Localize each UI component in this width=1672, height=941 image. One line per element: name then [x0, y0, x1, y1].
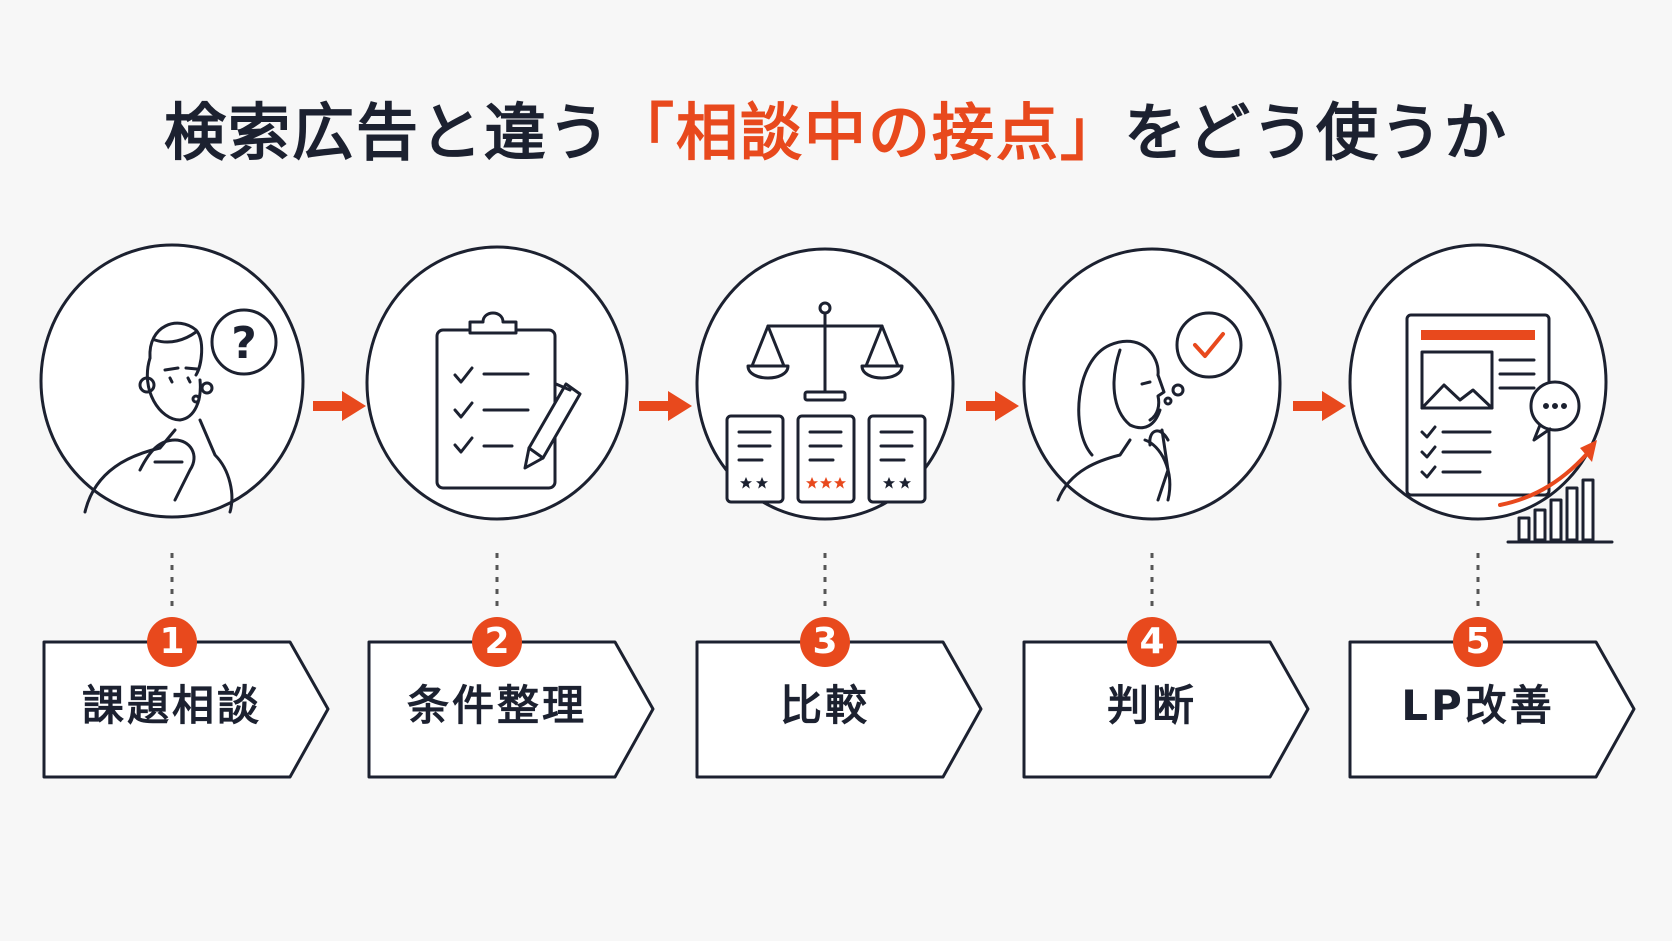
- step-1-number: 1: [147, 617, 197, 667]
- label-boxes: [42, 640, 1636, 779]
- step-5-label: LP改善: [1401, 681, 1555, 730]
- title-pre: 検索広告と違う: [163, 96, 612, 169]
- step-2-illustration: [365, 245, 629, 521]
- page-title: 検索広告と違う「相談中の接点」をどう使うか: [0, 82, 1672, 172]
- step-5-number: 5: [1453, 617, 1503, 667]
- woman-thinking-check-icon: [1056, 311, 1243, 502]
- step-3-number: 3: [800, 617, 850, 667]
- step-1-illustration: ?: [39, 243, 305, 519]
- step-4-label: 判断: [1106, 681, 1197, 730]
- flow-arrows: [313, 391, 1346, 421]
- step-3-label: 比較: [779, 681, 870, 730]
- page-header-bar: [1421, 330, 1535, 340]
- step-2-box: [367, 640, 655, 779]
- step-4-number: 4: [1127, 617, 1177, 667]
- step-1-label: 課題相談: [81, 681, 262, 730]
- title-post: をどう使うか: [1124, 96, 1509, 169]
- question-mark: ?: [231, 318, 257, 369]
- check-mark: [1193, 332, 1225, 358]
- dashed-connectors: [170, 553, 1480, 612]
- title-accent: 「相談中の接点」: [611, 96, 1124, 169]
- step-4-illustration: [1022, 247, 1282, 521]
- landing-page-growth-chart-icon: [1405, 313, 1614, 544]
- step-1-box: [42, 640, 330, 779]
- growth-arrow-head: [1580, 440, 1597, 462]
- arrow-icon: [966, 391, 1019, 421]
- step-4-box: [1022, 640, 1310, 779]
- step-5-illustration: [1348, 243, 1614, 544]
- arrow-icon: [639, 391, 692, 421]
- step-2-number: 2: [472, 617, 522, 667]
- checklist-clipboard-pencil-icon: [435, 311, 582, 490]
- step-2-label: 条件整理: [406, 681, 587, 730]
- step-5-box: [1348, 640, 1636, 779]
- step-3-box: [695, 640, 983, 779]
- arrow-icon: [1293, 391, 1346, 421]
- thinking-person-question-icon: [83, 308, 278, 514]
- growth-arrow: [1498, 446, 1594, 507]
- step-3-illustration: [695, 247, 955, 521]
- step-4-circle: [1022, 247, 1282, 521]
- arrow-icon: [313, 391, 366, 421]
